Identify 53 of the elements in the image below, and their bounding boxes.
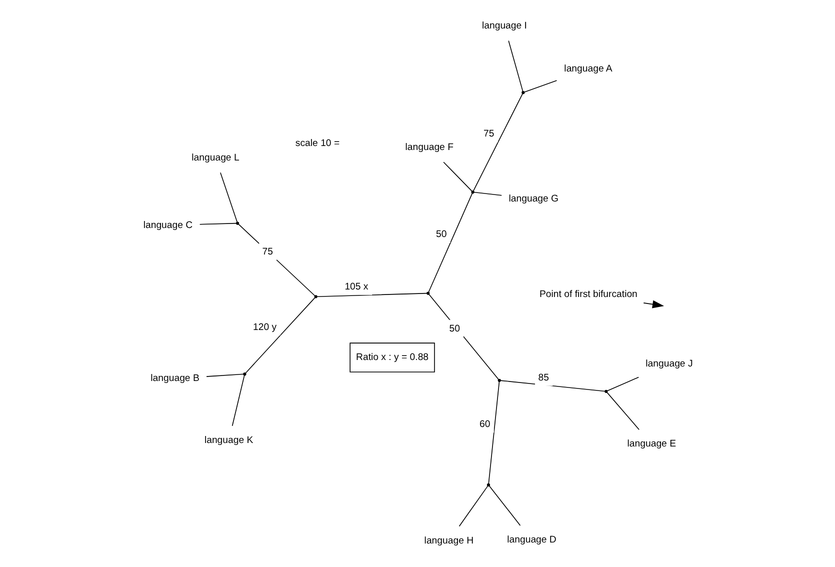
- edge-label: 60: [478, 419, 490, 430]
- node-point: [521, 91, 524, 94]
- node-text: language A: [564, 64, 612, 75]
- connector: [244, 297, 315, 374]
- node-text: language K: [204, 434, 253, 446]
- connector: [508, 40, 523, 92]
- node-text: language J: [645, 358, 692, 370]
- edge-label: 85: [538, 372, 548, 384]
- connector: [316, 292, 427, 298]
- node-text: language F: [404, 142, 453, 154]
- node-point: [242, 372, 246, 376]
- connector: [231, 374, 244, 426]
- node-text: language B: [150, 373, 199, 384]
- edge-label: 50: [448, 323, 460, 334]
- connector: [458, 486, 488, 527]
- connector: [206, 374, 244, 377]
- node-point: [486, 483, 490, 487]
- arrow: [642, 300, 664, 308]
- connector: [606, 376, 639, 392]
- node-text: Point of first bifurcation: [539, 289, 637, 300]
- connector: [428, 192, 472, 292]
- node-point: [470, 190, 474, 194]
- label: scale 10 =: [294, 138, 340, 150]
- connector: [473, 192, 502, 196]
- edge-label: 75: [262, 246, 272, 258]
- connector: [606, 392, 639, 430]
- connector: [488, 381, 500, 484]
- node-point: [497, 378, 500, 382]
- edge-label: 105 x: [344, 281, 368, 292]
- edge-label: 75: [483, 128, 494, 140]
- connector: [238, 224, 315, 296]
- connector: [523, 80, 557, 93]
- node-text: language G: [508, 194, 558, 205]
- node-point: [604, 390, 608, 393]
- connector: [488, 486, 520, 526]
- node-text: language D: [506, 534, 556, 546]
- node-text: language H: [424, 535, 474, 546]
- connector: [500, 380, 605, 392]
- node-box: Ratio x : y = 0.88: [349, 342, 434, 372]
- connector: [442, 162, 472, 192]
- connector: [220, 172, 238, 223]
- node-text: language E: [626, 438, 676, 450]
- node-point: [236, 222, 239, 225]
- node-text: language I: [482, 20, 526, 32]
- connector: [472, 93, 522, 192]
- node-point: [314, 295, 317, 298]
- edge-label: 50: [436, 229, 446, 240]
- node-point: [426, 292, 430, 295]
- connector: [428, 294, 498, 380]
- edge-label: 120 y: [252, 322, 276, 333]
- node-text: language C: [142, 220, 192, 231]
- connector: [198, 222, 236, 225]
- node-text: language L: [191, 152, 239, 164]
